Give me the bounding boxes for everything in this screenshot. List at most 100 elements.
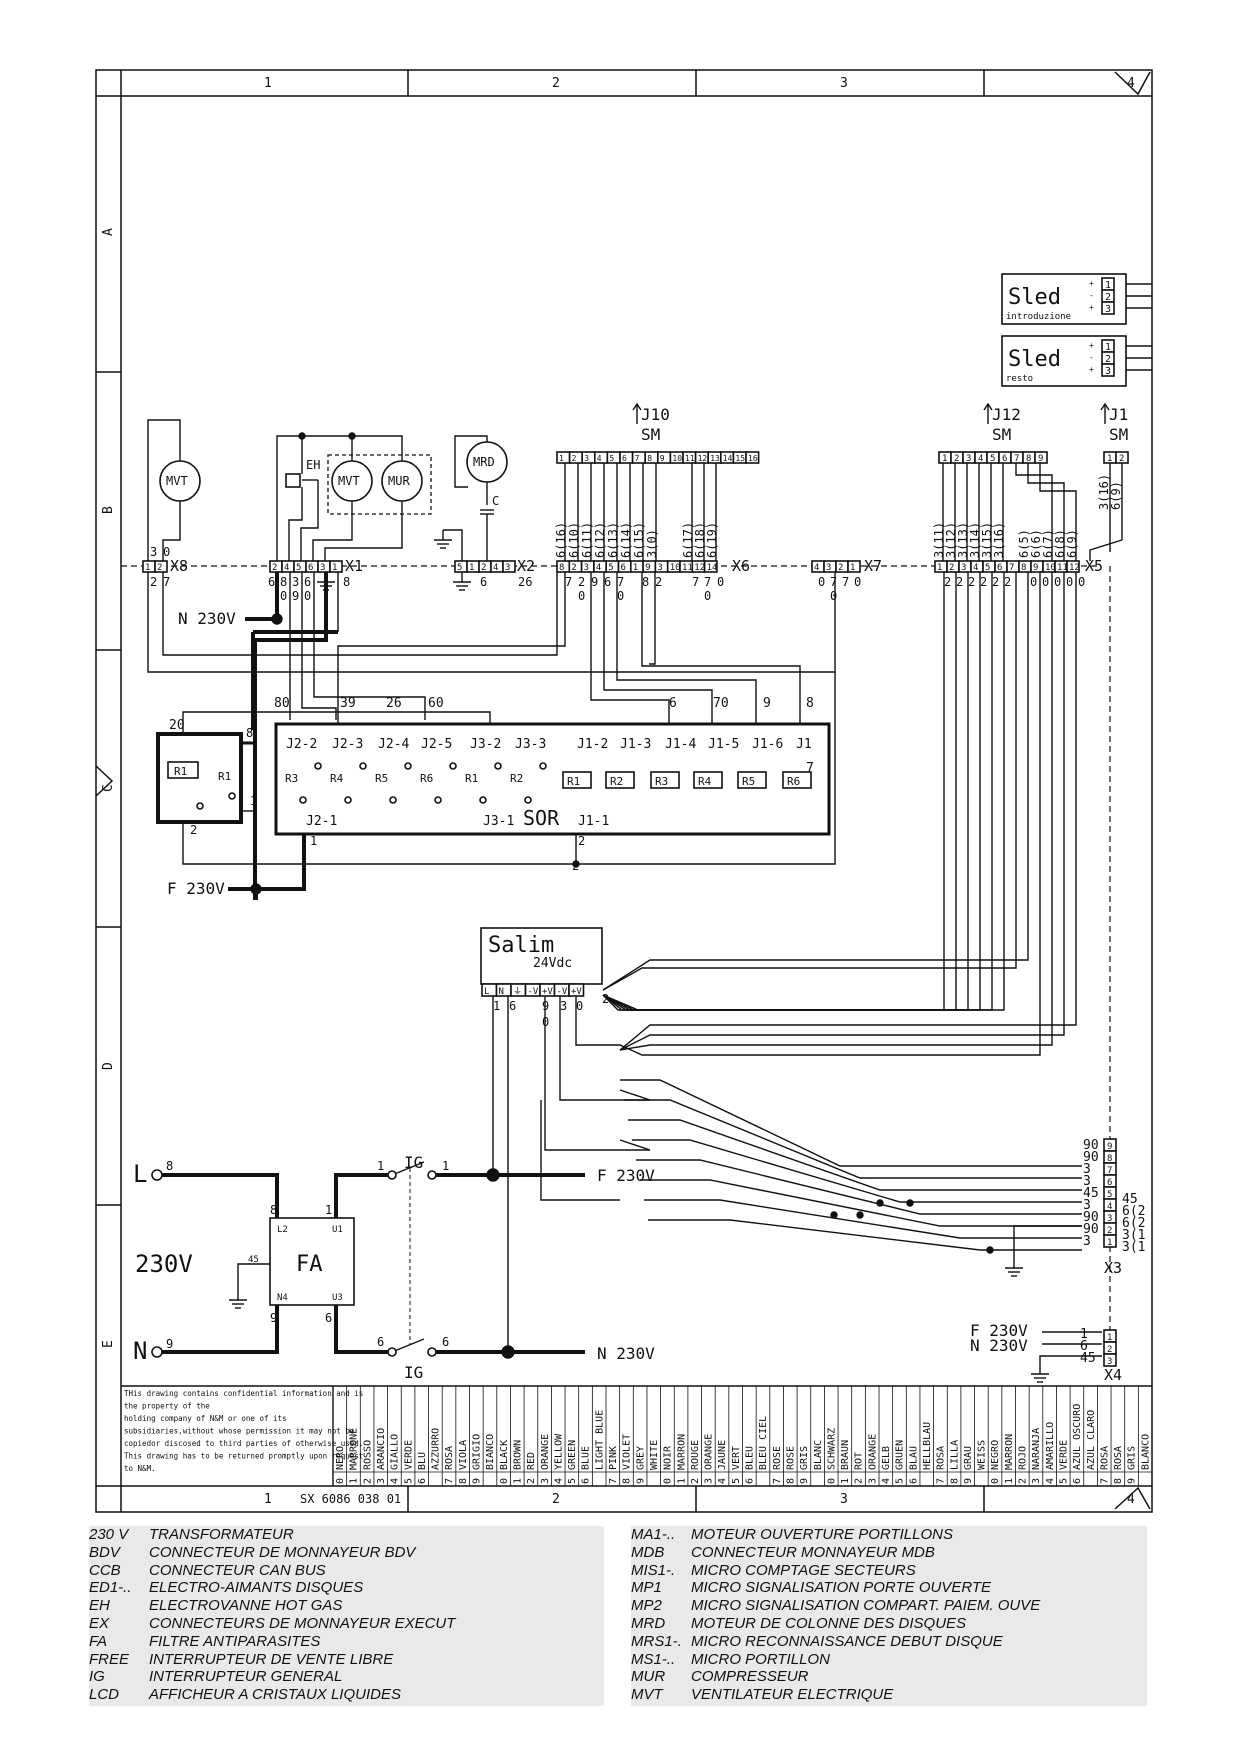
ig-label: IG <box>404 1153 423 1172</box>
wire <box>575 572 1041 1056</box>
wire <box>590 572 670 724</box>
pin-number: 10 <box>670 563 681 573</box>
confidential-text: This drawing has to be returned promptly… <box>124 1452 363 1461</box>
pin-number: 4 <box>978 454 983 464</box>
wire <box>616 572 757 724</box>
color-name: GRIS <box>799 1446 810 1470</box>
l-terminal <box>151 1169 163 1181</box>
wire-number: 6 <box>480 575 487 589</box>
confidential-text: subsidiaries,without whose permission it… <box>124 1427 355 1436</box>
wire-number: 1 <box>250 794 257 808</box>
relay-terminal: J2-2 <box>286 737 317 752</box>
wire-number: 9 <box>763 696 771 711</box>
x3-label: X3 <box>1104 1259 1122 1277</box>
wire-number: 0 <box>280 589 287 603</box>
wire <box>228 834 306 891</box>
wire-number: 9 <box>542 999 549 1013</box>
wire-number: 0 <box>578 589 585 603</box>
wire-number: 1 <box>310 834 317 848</box>
wire <box>324 501 403 561</box>
legend-description: MICRO PORTILLON <box>691 1650 830 1668</box>
contact-node <box>524 796 532 804</box>
color-code: 3 <box>1031 1478 1042 1484</box>
salim-terminal <box>568 983 585 997</box>
pin-number: 1 <box>850 563 855 573</box>
pin-number: 11 <box>682 563 693 573</box>
ig-contact <box>387 1347 397 1357</box>
pin-number: 2 <box>954 454 959 464</box>
pin-number: 1 <box>1107 1333 1112 1343</box>
pin-number: 1 <box>633 563 638 573</box>
pin-number: 3 <box>505 563 510 573</box>
color-code: 7 <box>608 1478 619 1484</box>
ig-label-2: IG <box>404 1363 423 1382</box>
x3-right-label: 3(1 <box>1122 1228 1145 1243</box>
color-code: 8 <box>622 1478 633 1484</box>
color-name: WEISS <box>977 1440 988 1470</box>
pin-number: 6 <box>997 563 1002 573</box>
color-name: VERT <box>731 1446 742 1470</box>
pin-number: 3 <box>1107 1357 1112 1367</box>
wire-number: 9 <box>270 1311 277 1325</box>
color-name: ORANGE <box>704 1434 715 1470</box>
x3-right-label: 6(2 <box>1122 1204 1145 1219</box>
wire-number: 6 <box>377 1335 384 1349</box>
wire-label: 3(14) <box>968 522 982 558</box>
pin-number: 3 <box>1105 304 1111 315</box>
ig-contact <box>387 1170 397 1180</box>
legend-code: MA1-.. <box>631 1526 676 1543</box>
wire-number: 8 <box>806 696 814 711</box>
color-name: ROSA <box>1099 1446 1110 1470</box>
wire <box>253 572 328 900</box>
pin-number: 5 <box>609 454 614 463</box>
color-name: SCHWARZ <box>826 1428 837 1470</box>
color-code: 6 <box>1072 1478 1083 1484</box>
contact-node <box>389 796 397 804</box>
sor-label: SOR <box>523 806 560 830</box>
wire-label: 6(7) <box>1041 529 1055 558</box>
legend-code: MRS1-. <box>631 1632 682 1650</box>
wire-number: 0 <box>542 1015 549 1029</box>
pin-number: 3 <box>826 563 831 573</box>
x7-pin <box>847 560 861 573</box>
row-label: A <box>101 228 116 236</box>
legend-code: CCB <box>89 1561 121 1579</box>
wire-number: 2 <box>602 992 609 1006</box>
terminal-label: +V <box>542 987 553 997</box>
wire <box>312 501 353 561</box>
wire <box>443 529 463 561</box>
relay-terminal: J1 <box>796 737 812 752</box>
color-name: BLANCO <box>1140 1434 1151 1470</box>
legend-row: MA1-..MOTEUR OUVERTURE PORTILLONS <box>631 1526 1147 1544</box>
wire <box>628 1119 1082 1191</box>
coil-label: R6 <box>787 775 800 788</box>
contact-node <box>299 796 307 804</box>
pin-number: 3 <box>961 563 966 573</box>
mur-label: MUR <box>388 474 410 488</box>
color-code: 9 <box>635 1478 646 1484</box>
terminal-label: L <box>484 987 489 997</box>
wire-color-table: THis drawing contains confidential infor… <box>124 1386 1152 1486</box>
pin-number: 5 <box>1107 1190 1112 1200</box>
pin-number: 2 <box>571 563 576 573</box>
pin-number: 9 <box>1033 563 1038 573</box>
wire-number: 0 <box>617 589 624 603</box>
legend-description: CONNECTEUR CAN BUS <box>149 1561 326 1579</box>
mvt-label-2: MVT <box>338 474 360 488</box>
wire <box>147 419 181 561</box>
mrd-label: MRD <box>473 455 495 469</box>
x4-wire-number: 45 <box>1080 1351 1096 1366</box>
contact-label: R1 <box>218 770 231 783</box>
wire-number: 0 <box>854 575 861 589</box>
pin-number: 5 <box>457 563 462 573</box>
wire-number: 8 <box>642 575 649 589</box>
color-name: BLACK <box>499 1440 510 1470</box>
n-terminal <box>151 1346 163 1358</box>
pin-number: 6 <box>308 563 313 573</box>
coil-label: R2 <box>610 775 623 788</box>
wire <box>1039 463 1077 561</box>
j12-label: J12 <box>992 405 1021 424</box>
wire-number: 0 <box>1054 575 1061 589</box>
column-label: 1 <box>264 1492 272 1507</box>
